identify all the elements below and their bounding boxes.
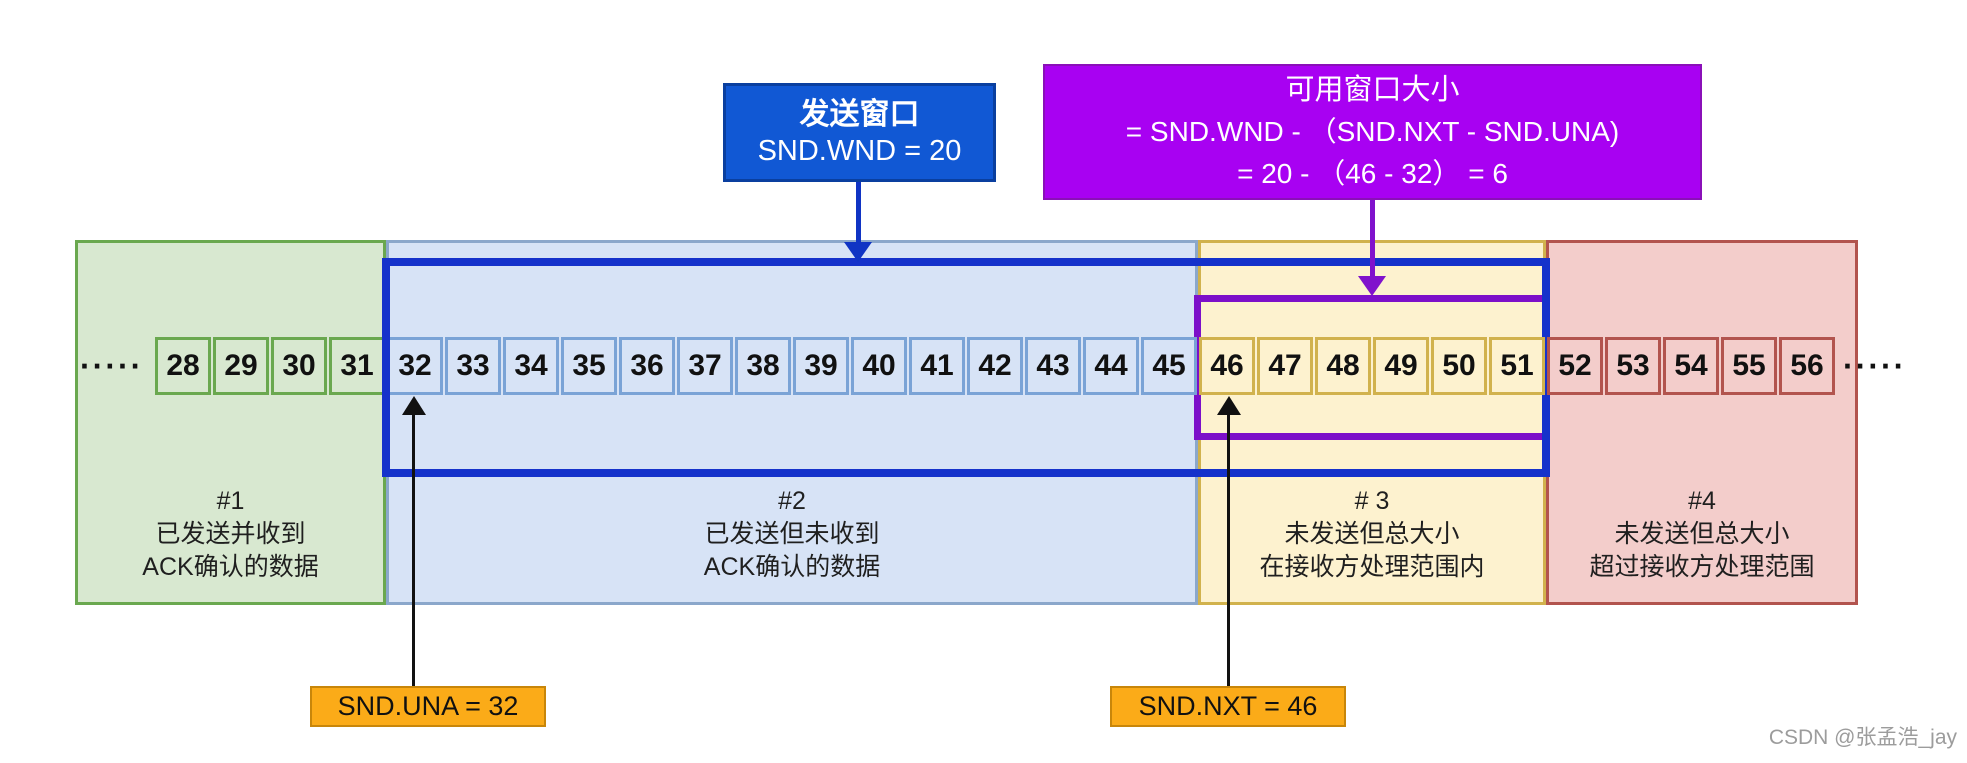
available-window-arrow-down-icon bbox=[1358, 276, 1386, 296]
available-window-label-box: 可用窗口大小 = SND.WND - （SND.NXT - SND.UNA) =… bbox=[1043, 64, 1702, 200]
sequence-cell-39: 39 bbox=[793, 337, 849, 395]
snd-nxt-label-box: SND.NXT = 46 bbox=[1110, 686, 1346, 727]
region-2-desc-line2: ACK确认的数据 bbox=[703, 553, 881, 581]
sequence-cell-44: 44 bbox=[1083, 337, 1139, 395]
region-3-desc-line2: 在接收方处理范围内 bbox=[1259, 553, 1485, 581]
snd-una-arrow-up-icon bbox=[402, 396, 426, 415]
region-3-desc-line1: 未发送但总大小 bbox=[1284, 520, 1460, 548]
available-window-title: 可用窗口大小 bbox=[1285, 74, 1460, 106]
sequence-cell-52: 52 bbox=[1547, 337, 1603, 395]
send-window-value: SND.WND = 20 bbox=[757, 134, 962, 167]
sequence-ellipsis-right: ····· bbox=[1843, 347, 1907, 384]
region-4-number: #4 bbox=[1688, 487, 1716, 515]
region-3-number: # 3 bbox=[1354, 487, 1390, 515]
sequence-cell-51: 51 bbox=[1489, 337, 1545, 395]
send-window-label-box: 发送窗口 SND.WND = 20 bbox=[723, 83, 996, 182]
region-4-desc-line2: 超过接收方处理范围 bbox=[1589, 553, 1815, 581]
region-2-sent-unacked-data: #2 已发送但未收到 ACK确认的数据 bbox=[386, 240, 1198, 605]
snd-nxt-arrow-up-icon bbox=[1217, 396, 1241, 415]
sequence-cell-31: 31 bbox=[329, 337, 385, 395]
sequence-cell-45: 45 bbox=[1141, 337, 1197, 395]
region-2-label: #2 已发送但未收到 ACK确认的数据 bbox=[389, 485, 1195, 584]
region-1-desc-line1: 已发送并收到 bbox=[155, 520, 306, 548]
snd-una-arrow-line bbox=[412, 412, 415, 686]
available-window-arrow-line bbox=[1370, 200, 1375, 278]
region-2-desc-line1: 已发送但未收到 bbox=[704, 520, 880, 548]
sequence-cell-29: 29 bbox=[213, 337, 269, 395]
region-3-label: # 3 未发送但总大小 在接收方处理范围内 bbox=[1201, 485, 1543, 584]
sequence-cell-46: 46 bbox=[1199, 337, 1255, 395]
snd-una-label-box: SND.UNA = 32 bbox=[310, 686, 546, 727]
sequence-cell-47: 47 bbox=[1257, 337, 1313, 395]
region-4-unsent-beyond-window: #4 未发送但总大小 超过接收方处理范围 bbox=[1546, 240, 1858, 605]
sequence-cell-35: 35 bbox=[561, 337, 617, 395]
sequence-cell-28: 28 bbox=[155, 337, 211, 395]
region-2-number: #2 bbox=[778, 487, 806, 515]
sequence-cell-49: 49 bbox=[1373, 337, 1429, 395]
sequence-cell-38: 38 bbox=[735, 337, 791, 395]
snd-nxt-arrow-line bbox=[1227, 412, 1230, 686]
available-window-result: = 20 - （46 - 32） = 6 bbox=[1237, 158, 1508, 189]
send-window-arrow-line bbox=[856, 182, 861, 244]
sequence-cell-54: 54 bbox=[1663, 337, 1719, 395]
sequence-cell-43: 43 bbox=[1025, 337, 1081, 395]
sequence-cell-30: 30 bbox=[271, 337, 327, 395]
sequence-cell-33: 33 bbox=[445, 337, 501, 395]
region-4-label: #4 未发送但总大小 超过接收方处理范围 bbox=[1549, 485, 1855, 584]
sequence-cell-36: 36 bbox=[619, 337, 675, 395]
sequence-cell-55: 55 bbox=[1721, 337, 1777, 395]
sequence-cell-42: 42 bbox=[967, 337, 1023, 395]
send-window-arrow-down-icon bbox=[844, 242, 872, 262]
sequence-cell-56: 56 bbox=[1779, 337, 1835, 395]
sequence-cell-37: 37 bbox=[677, 337, 733, 395]
region-1-number: #1 bbox=[216, 487, 245, 515]
sequence-cell-40: 40 bbox=[851, 337, 907, 395]
sequence-cell-48: 48 bbox=[1315, 337, 1371, 395]
sequence-cell-50: 50 bbox=[1431, 337, 1487, 395]
watermark: CSDN @张孟浩_jay bbox=[1768, 726, 1957, 749]
sequence-cell-53: 53 bbox=[1605, 337, 1661, 395]
send-window-left-edge bbox=[382, 337, 390, 395]
region-1-desc-line2: ACK确认的数据 bbox=[142, 553, 319, 581]
sequence-cell-41: 41 bbox=[909, 337, 965, 395]
available-window-formula: = SND.WND - （SND.NXT - SND.UNA) bbox=[1125, 116, 1620, 147]
region-4-desc-line1: 未发送但总大小 bbox=[1614, 520, 1790, 548]
region-1-acked-data: #1 已发送并收到 ACK确认的数据 bbox=[75, 240, 386, 605]
sequence-cell-32: 32 bbox=[387, 337, 443, 395]
send-window-title: 发送窗口 bbox=[799, 97, 920, 131]
sequence-ellipsis-left: ····· bbox=[80, 347, 144, 384]
region-1-label: #1 已发送并收到 ACK确认的数据 bbox=[78, 485, 383, 584]
sequence-cell-34: 34 bbox=[503, 337, 559, 395]
